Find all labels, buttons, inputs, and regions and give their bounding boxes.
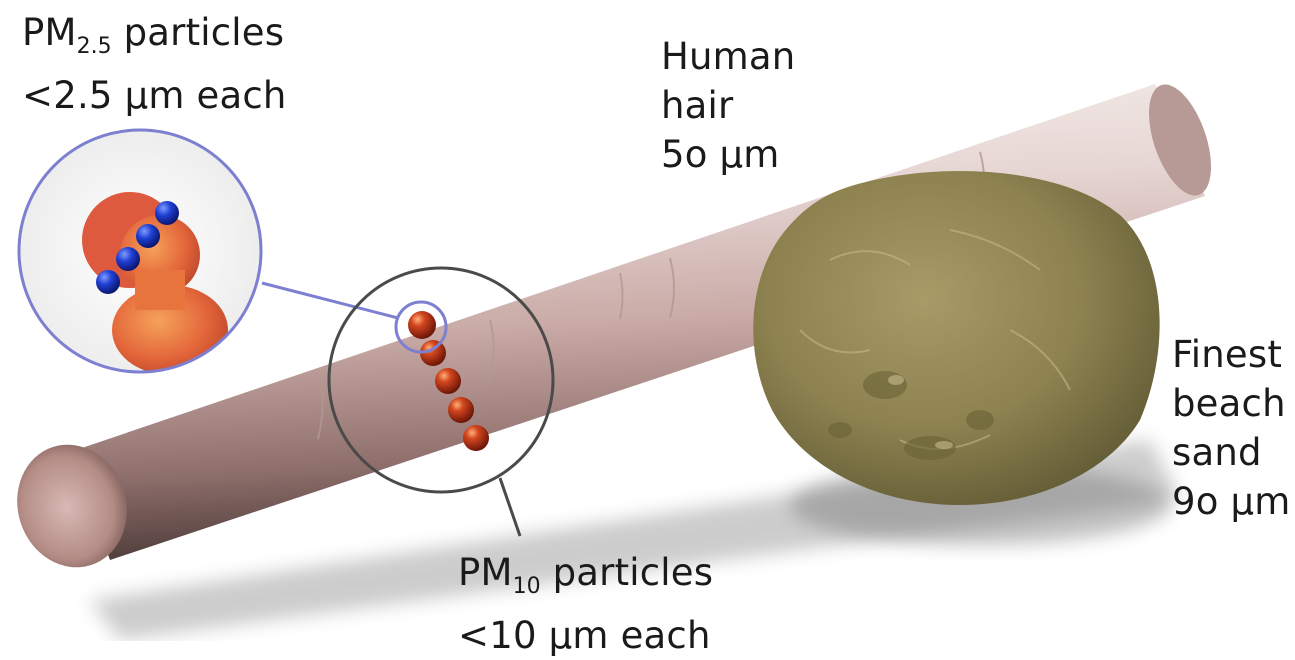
beach-sand-label: Finest beach sand 9o µm <box>1172 330 1291 526</box>
pm25-label-line1: PM2.5 particles <box>22 8 287 71</box>
pm25-size: <2.5 µm each <box>22 71 287 120</box>
hair-size: 5o µm <box>661 130 795 179</box>
pm10-prefix: PM <box>458 551 513 594</box>
human-hair-label: Human hair 5o µm <box>661 32 795 179</box>
sand-label-line2: beach <box>1172 379 1291 428</box>
pm25-suffix: particles <box>112 11 285 54</box>
sand-label-line3: sand <box>1172 428 1291 477</box>
hair-label-line2: hair <box>661 81 795 130</box>
pm10-label-line1: PM10 particles <box>458 548 713 611</box>
pm10-subscript: 10 <box>513 574 541 599</box>
pm10-suffix: particles <box>541 551 714 594</box>
pm25-prefix: PM <box>22 11 77 54</box>
pm10-size: <10 µm each <box>458 611 713 660</box>
sand-size: 9o µm <box>1172 477 1291 526</box>
pm25-subscript: 2.5 <box>77 34 112 59</box>
pm25-label: PM2.5 particles <2.5 µm each <box>22 8 287 120</box>
sand-label-line1: Finest <box>1172 330 1291 379</box>
hair-label-line1: Human <box>661 32 795 81</box>
pm10-label: PM10 particles <10 µm each <box>458 548 713 660</box>
pm10-pointer-line <box>500 478 520 536</box>
sand-grain <box>753 171 1159 505</box>
pm25-magnifier <box>19 130 261 375</box>
particle-size-diagram: PM2.5 particles <2.5 µm each Human hair … <box>0 0 1295 641</box>
